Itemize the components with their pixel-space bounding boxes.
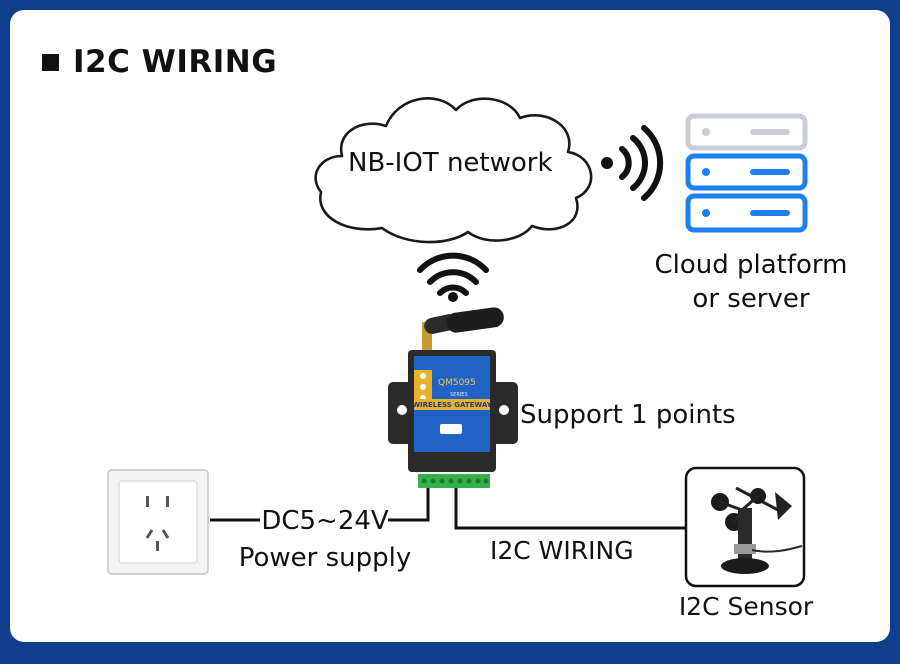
server-icon [685,113,808,233]
signal-waves-icon [601,125,664,201]
diagram-graphics: QM5095 SERIES WIRELESS GATEWAY [107,97,808,588]
heading-text: I2C WIRING [73,44,278,80]
gateway-name-text: WIRELESS GATEWAY [412,401,492,409]
section-heading: I2C WIRING [42,44,277,80]
power-label-line2: Power supply [238,543,412,573]
server-label: Cloud platform or server [646,248,856,316]
sensor-label: I2C Sensor [678,592,814,621]
gateway-series-text: SERIES [450,392,468,398]
gateway-model-text: QM5095 [438,378,476,388]
power-label: DC5~24V Power supply [220,503,430,577]
bullet-square-icon [42,53,59,71]
wall-outlet-icon [107,469,209,575]
wiring-label: I2C WIRING [490,536,634,565]
server-label-line1: Cloud platform [654,250,848,280]
i2c-wire [454,488,686,530]
cloud-label: NB-IOT network [348,148,553,178]
power-label-line1: DC5~24V [261,506,389,536]
power-wire-right [388,488,430,522]
cloud-icon [314,97,593,244]
gateway-device: QM5095 SERIES WIRELESS GATEWAY [388,307,518,488]
server-label-line2: or server [692,284,810,314]
wifi-icon [417,252,489,302]
support-label: Support 1 points [520,400,736,430]
diagram-frame: I2C WIRING [10,10,890,642]
wind-sensor-icon [684,466,806,588]
gateway-logo-icon [440,424,462,434]
